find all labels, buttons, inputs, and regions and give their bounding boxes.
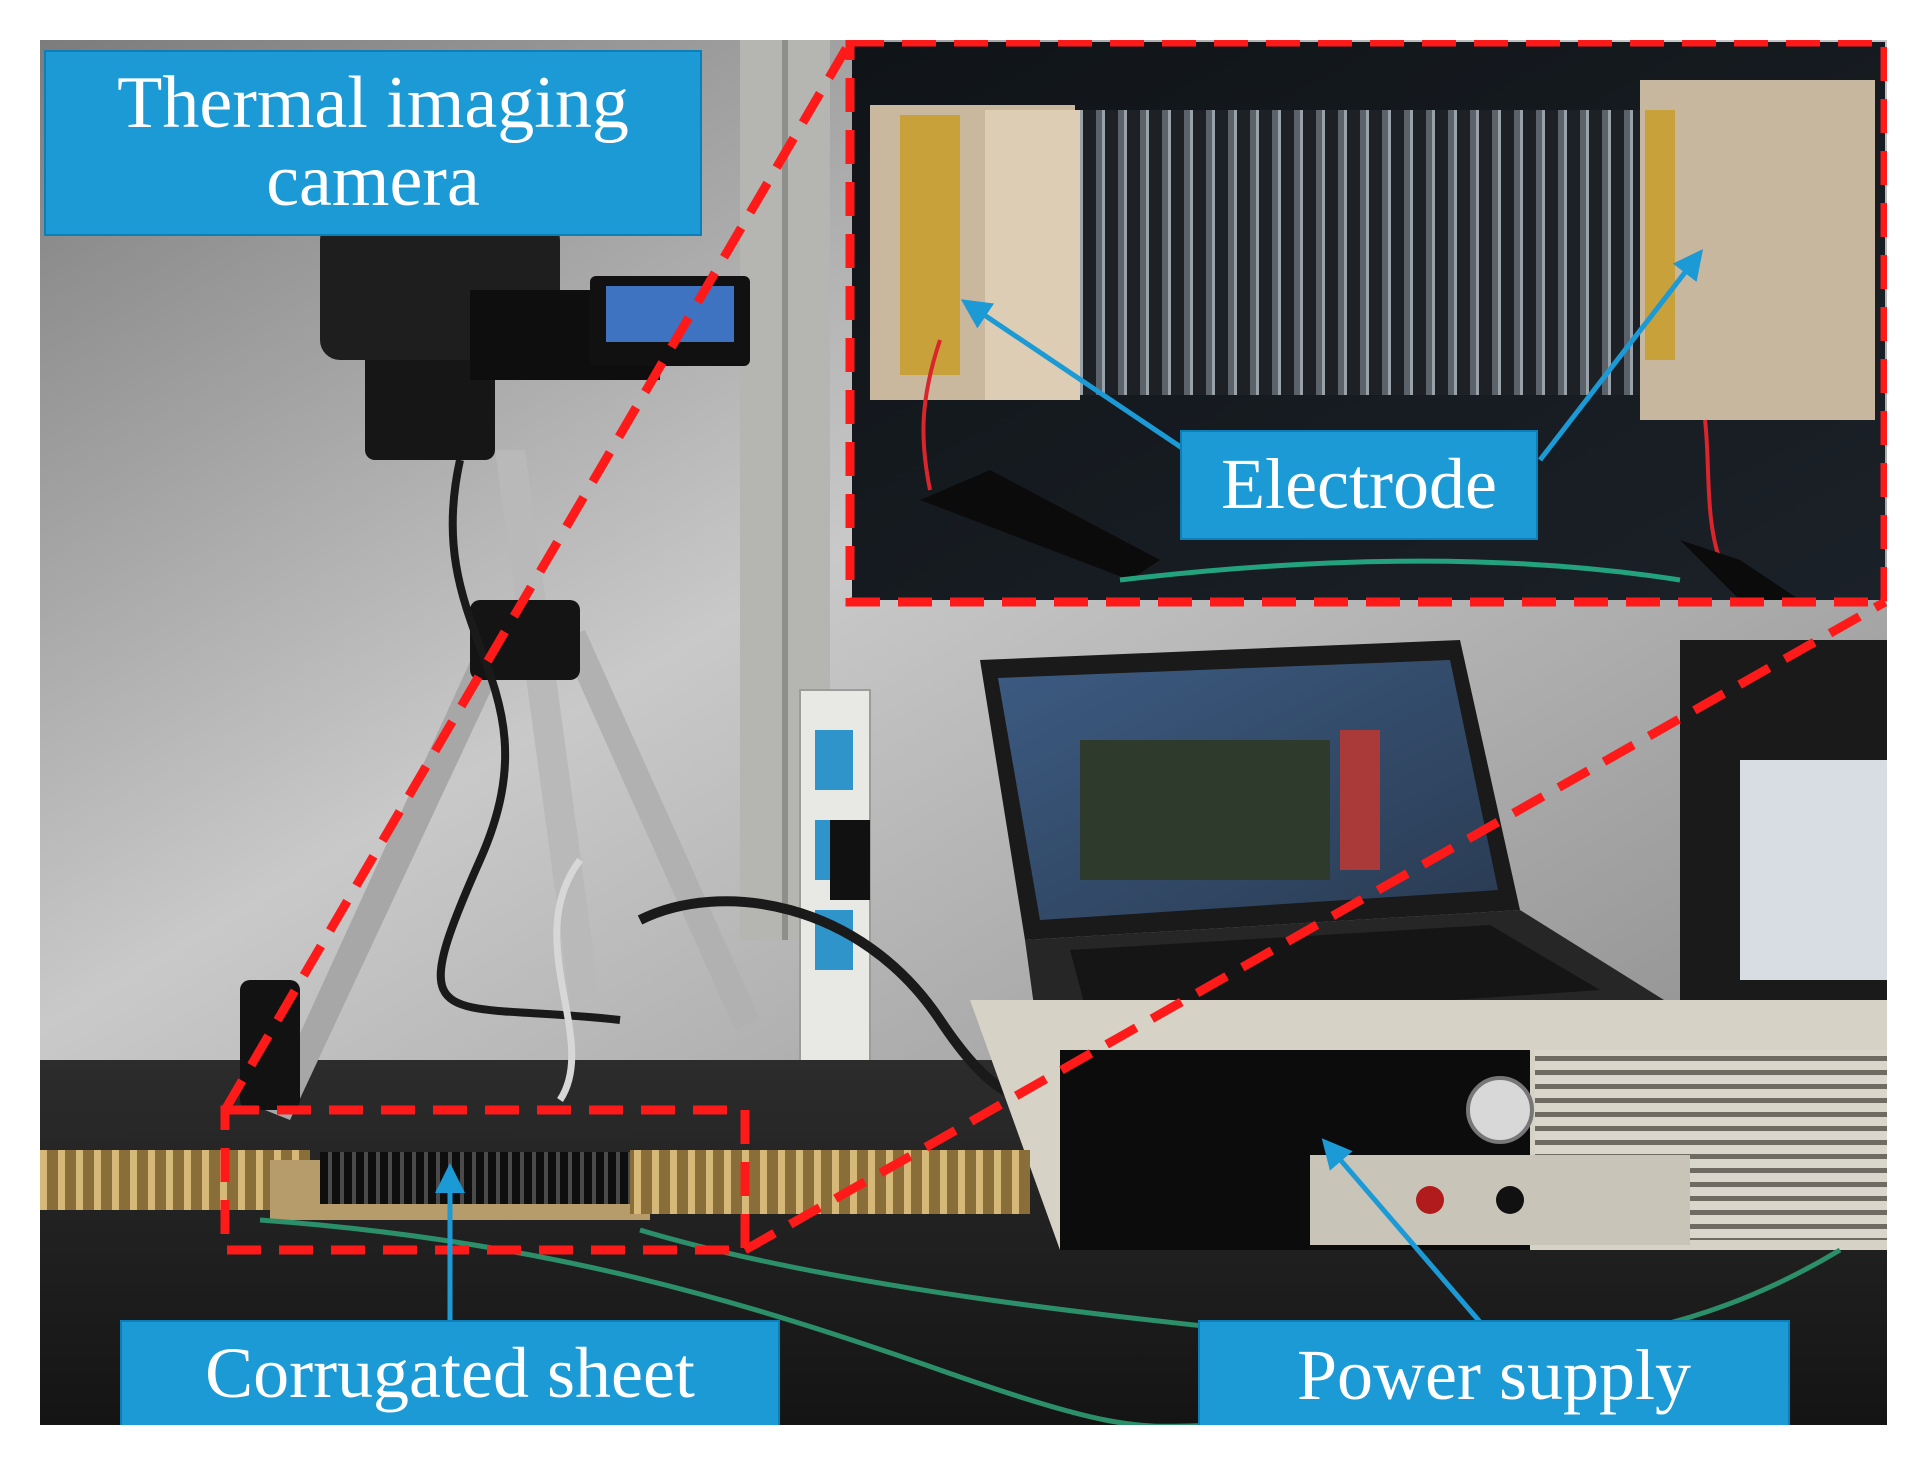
corrugated-sheet-label-text: Corrugated sheet bbox=[205, 1333, 695, 1414]
power-supply-label: Power supply bbox=[1198, 1320, 1790, 1425]
power-supply-label-text: Power supply bbox=[1297, 1335, 1691, 1416]
electrode-label: Electrode bbox=[1180, 430, 1538, 540]
thermal-camera-label-line1: Thermal imaging bbox=[117, 62, 629, 145]
thermal-camera-label-line2: camera bbox=[266, 140, 480, 222]
corrugated-sheet-label: Corrugated sheet bbox=[120, 1320, 780, 1425]
experimental-setup-photo bbox=[40, 40, 1887, 1425]
electrode-label-text: Electrode bbox=[1221, 444, 1497, 525]
thermal-camera-label: Thermal imaging camera bbox=[44, 50, 702, 236]
photo-frame: Thermal imaging camera Electrode Corruga… bbox=[40, 40, 1887, 1425]
